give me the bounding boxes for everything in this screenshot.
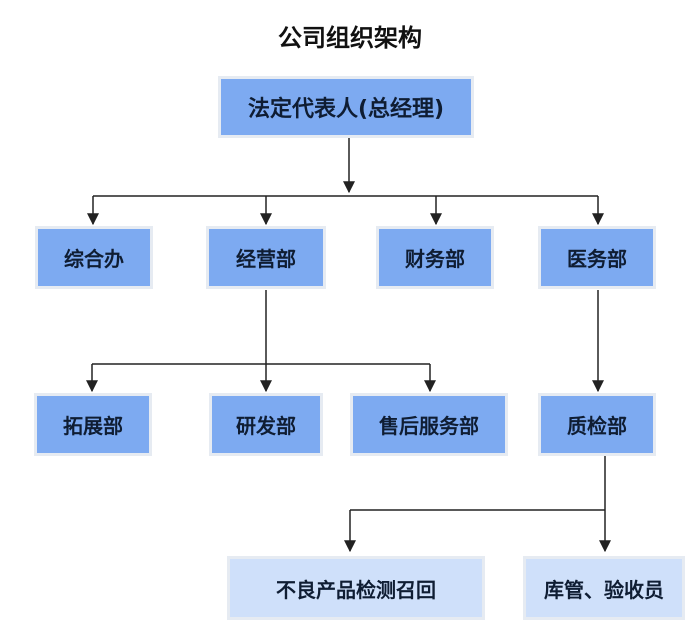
node-expansion: 拓展部	[34, 393, 152, 456]
node-ceo: 法定代表人(总经理)	[218, 76, 474, 138]
node-qc: 质检部	[538, 393, 656, 456]
node-recall: 不良产品检测召回	[227, 556, 485, 620]
node-medical: 医务部	[538, 226, 656, 289]
node-finance: 财务部	[376, 226, 494, 289]
node-rnd: 研发部	[209, 393, 323, 456]
node-operations: 经营部	[206, 226, 326, 289]
node-aftersales: 售后服务部	[350, 393, 508, 456]
chart-title: 公司组织架构	[278, 24, 422, 52]
node-admin: 综合办	[35, 226, 153, 289]
node-warehouse: 库管、验收员	[523, 556, 685, 620]
